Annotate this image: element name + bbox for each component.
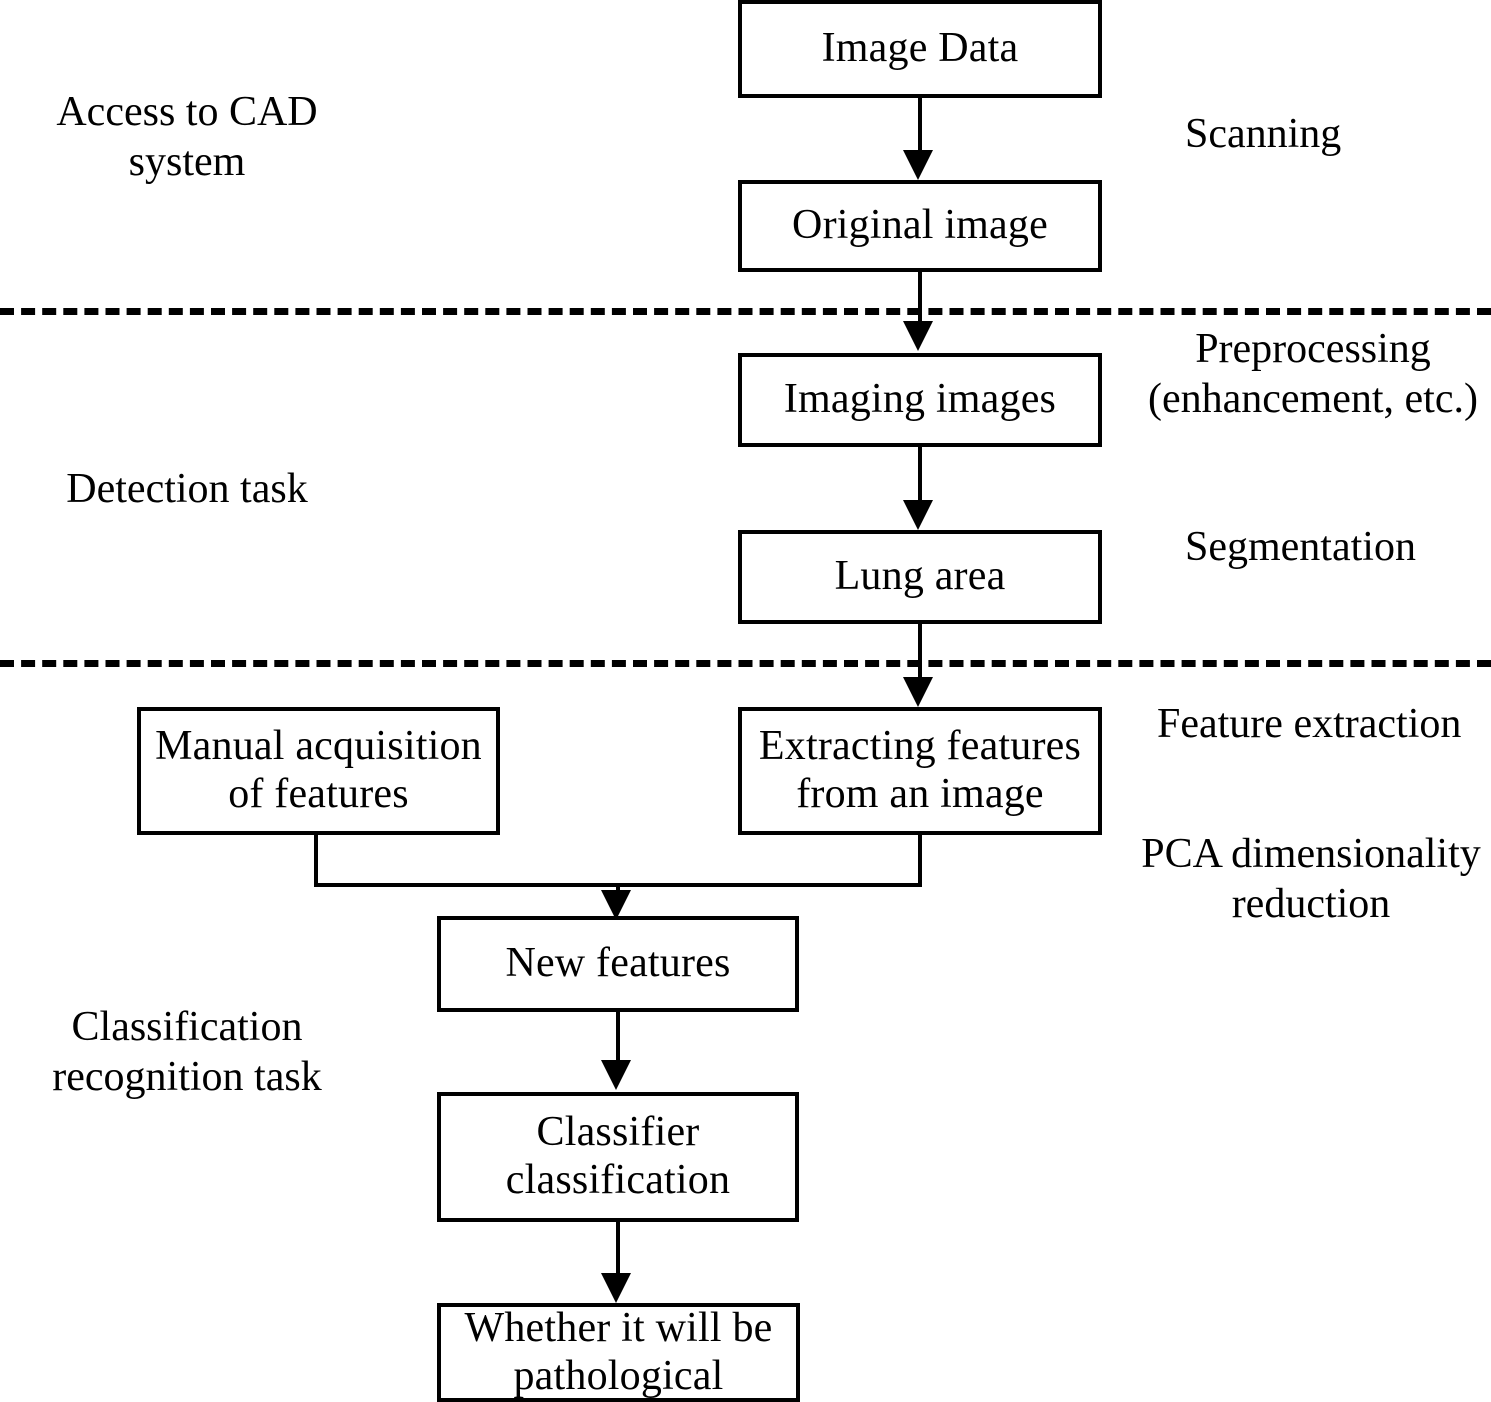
connector-classifier-to-pathological-arrow: [601, 1273, 631, 1303]
connector-classifier-to-pathological-line: [616, 1222, 620, 1277]
separator-top: [0, 308, 1491, 315]
connector-imaging-images-to-lung-area-arrow: [903, 500, 933, 530]
connector-imaging-images-to-lung-area-line: [918, 447, 922, 504]
connector-new-features-to-classifier-arrow: [601, 1060, 631, 1090]
node-image-data[interactable]: Image Data: [738, 0, 1102, 98]
right-label-scanning: Scanning: [1185, 111, 1342, 157]
connector-manual-features-drop: [314, 835, 318, 887]
left-label-access-cad: Access to CAD system: [56, 89, 318, 185]
connector-merge-to-new-features-arrow: [601, 890, 631, 920]
right-label-segmentation: Segmentation: [1185, 524, 1416, 570]
left-label-detection-task: Detection task: [66, 466, 308, 512]
connector-lung-area-to-extract-features-line: [918, 624, 922, 679]
node-new-features[interactable]: New features: [437, 916, 799, 1012]
node-classifier[interactable]: Classifier classification: [437, 1092, 799, 1222]
node-lung-area[interactable]: Lung area: [738, 530, 1102, 624]
node-imaging-images[interactable]: Imaging images: [738, 353, 1102, 447]
connector-lung-area-to-extract-features-arrow: [903, 677, 933, 707]
node-manual-features[interactable]: Manual acquisition of features: [137, 707, 500, 835]
node-pathological[interactable]: Whether it will be pathological: [437, 1303, 800, 1402]
left-label-classification-recognition-task: Classification recognition task: [52, 1004, 322, 1100]
connector-original-image-to-imaging-images-line: [918, 272, 922, 324]
right-label-feature-extraction: Feature extraction: [1157, 701, 1462, 747]
connector-original-image-to-imaging-images-arrow: [903, 321, 933, 351]
connector-new-features-to-classifier-line: [616, 1012, 620, 1064]
connector-extract-features-drop: [918, 835, 922, 887]
separator-bottom: [0, 660, 1491, 667]
node-original-image[interactable]: Original image: [738, 180, 1102, 272]
right-label-pca: PCA dimensionality reduction: [1141, 831, 1481, 927]
right-label-preprocessing: Preprocessing (enhancement, etc.): [1148, 326, 1478, 422]
connector-image-data-to-original-image-line: [918, 98, 922, 154]
connector-image-data-to-original-image-arrow: [903, 150, 933, 180]
node-extract-features[interactable]: Extracting features from an image: [738, 707, 1102, 835]
